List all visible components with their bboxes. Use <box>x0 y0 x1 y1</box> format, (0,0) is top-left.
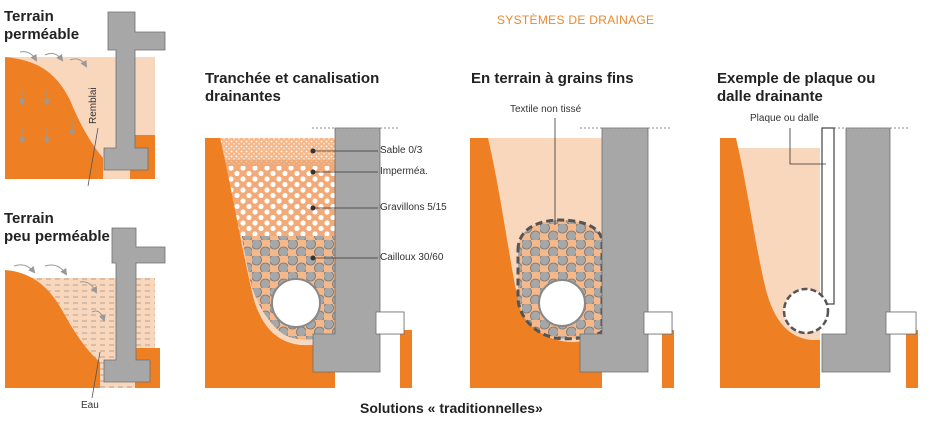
fine-title: En terrain à grains fins <box>471 70 634 87</box>
panel-plate <box>720 127 918 388</box>
remblai-leader <box>87 127 99 187</box>
footer-caption: Solutions « traditionnelles» <box>360 400 543 416</box>
label-sable: Sable 0/3 <box>380 145 423 156</box>
waterproof-layer <box>225 160 335 166</box>
runoff-arrows <box>13 264 106 322</box>
wall-ledge-plate <box>885 311 917 335</box>
diagram-title: SYSTÈMES DE DRAINAGE <box>497 13 655 27</box>
plate-title-2: dalle drainante <box>717 88 823 105</box>
label-plate: Plaque ou dalle <box>750 113 819 124</box>
trench-title-1: Tranchée et canalisation <box>205 70 380 87</box>
permeable-title-1: Terrain <box>4 8 54 25</box>
wall-ledge <box>375 311 405 335</box>
layer-leaders <box>313 150 378 259</box>
label-impermea: Imperméa. <box>380 166 428 177</box>
wall-foundation <box>103 11 166 171</box>
soil-right-fine <box>662 330 674 388</box>
wall-ledge-fine <box>643 311 673 335</box>
permeable-title-2: perméable <box>4 26 80 43</box>
wall-plate <box>821 127 917 373</box>
plate-leader <box>789 128 826 165</box>
trench-title-2: drainantes <box>205 88 281 105</box>
soil-right-trench <box>400 330 412 388</box>
low-permeable-title-2: peu perméable <box>4 228 110 245</box>
water-arrows <box>18 51 88 144</box>
drainage-plate <box>821 127 835 305</box>
soil-right-plate <box>906 330 918 388</box>
sand-layer <box>220 138 335 166</box>
panel-permeable <box>5 11 166 187</box>
low-permeable-title-1: Terrain <box>4 210 54 227</box>
remblai-label: Remblai <box>88 87 99 124</box>
eau-label: Eau <box>81 400 99 411</box>
eau-leader <box>91 351 101 399</box>
label-gravillons: Gravillons 5/15 <box>380 202 447 213</box>
drain-pipe-plate <box>782 287 830 335</box>
soil-fine <box>470 138 602 388</box>
panel-low-permeable <box>5 227 166 399</box>
soil-mass <box>5 57 103 179</box>
panel-trench <box>205 127 412 388</box>
soil-plate <box>720 138 820 388</box>
panel-fine <box>470 118 674 388</box>
label-textile: Textile non tissé <box>510 104 582 115</box>
drain-pipe-fine <box>538 279 586 327</box>
plate-title-1: Exemple de plaque ou <box>717 70 876 87</box>
soil-mass-low <box>5 270 100 388</box>
label-cailloux: Cailloux 30/60 <box>380 252 444 263</box>
drain-pipe <box>271 278 321 328</box>
soil-trench <box>205 138 335 388</box>
wall-foundation-low <box>103 227 166 383</box>
